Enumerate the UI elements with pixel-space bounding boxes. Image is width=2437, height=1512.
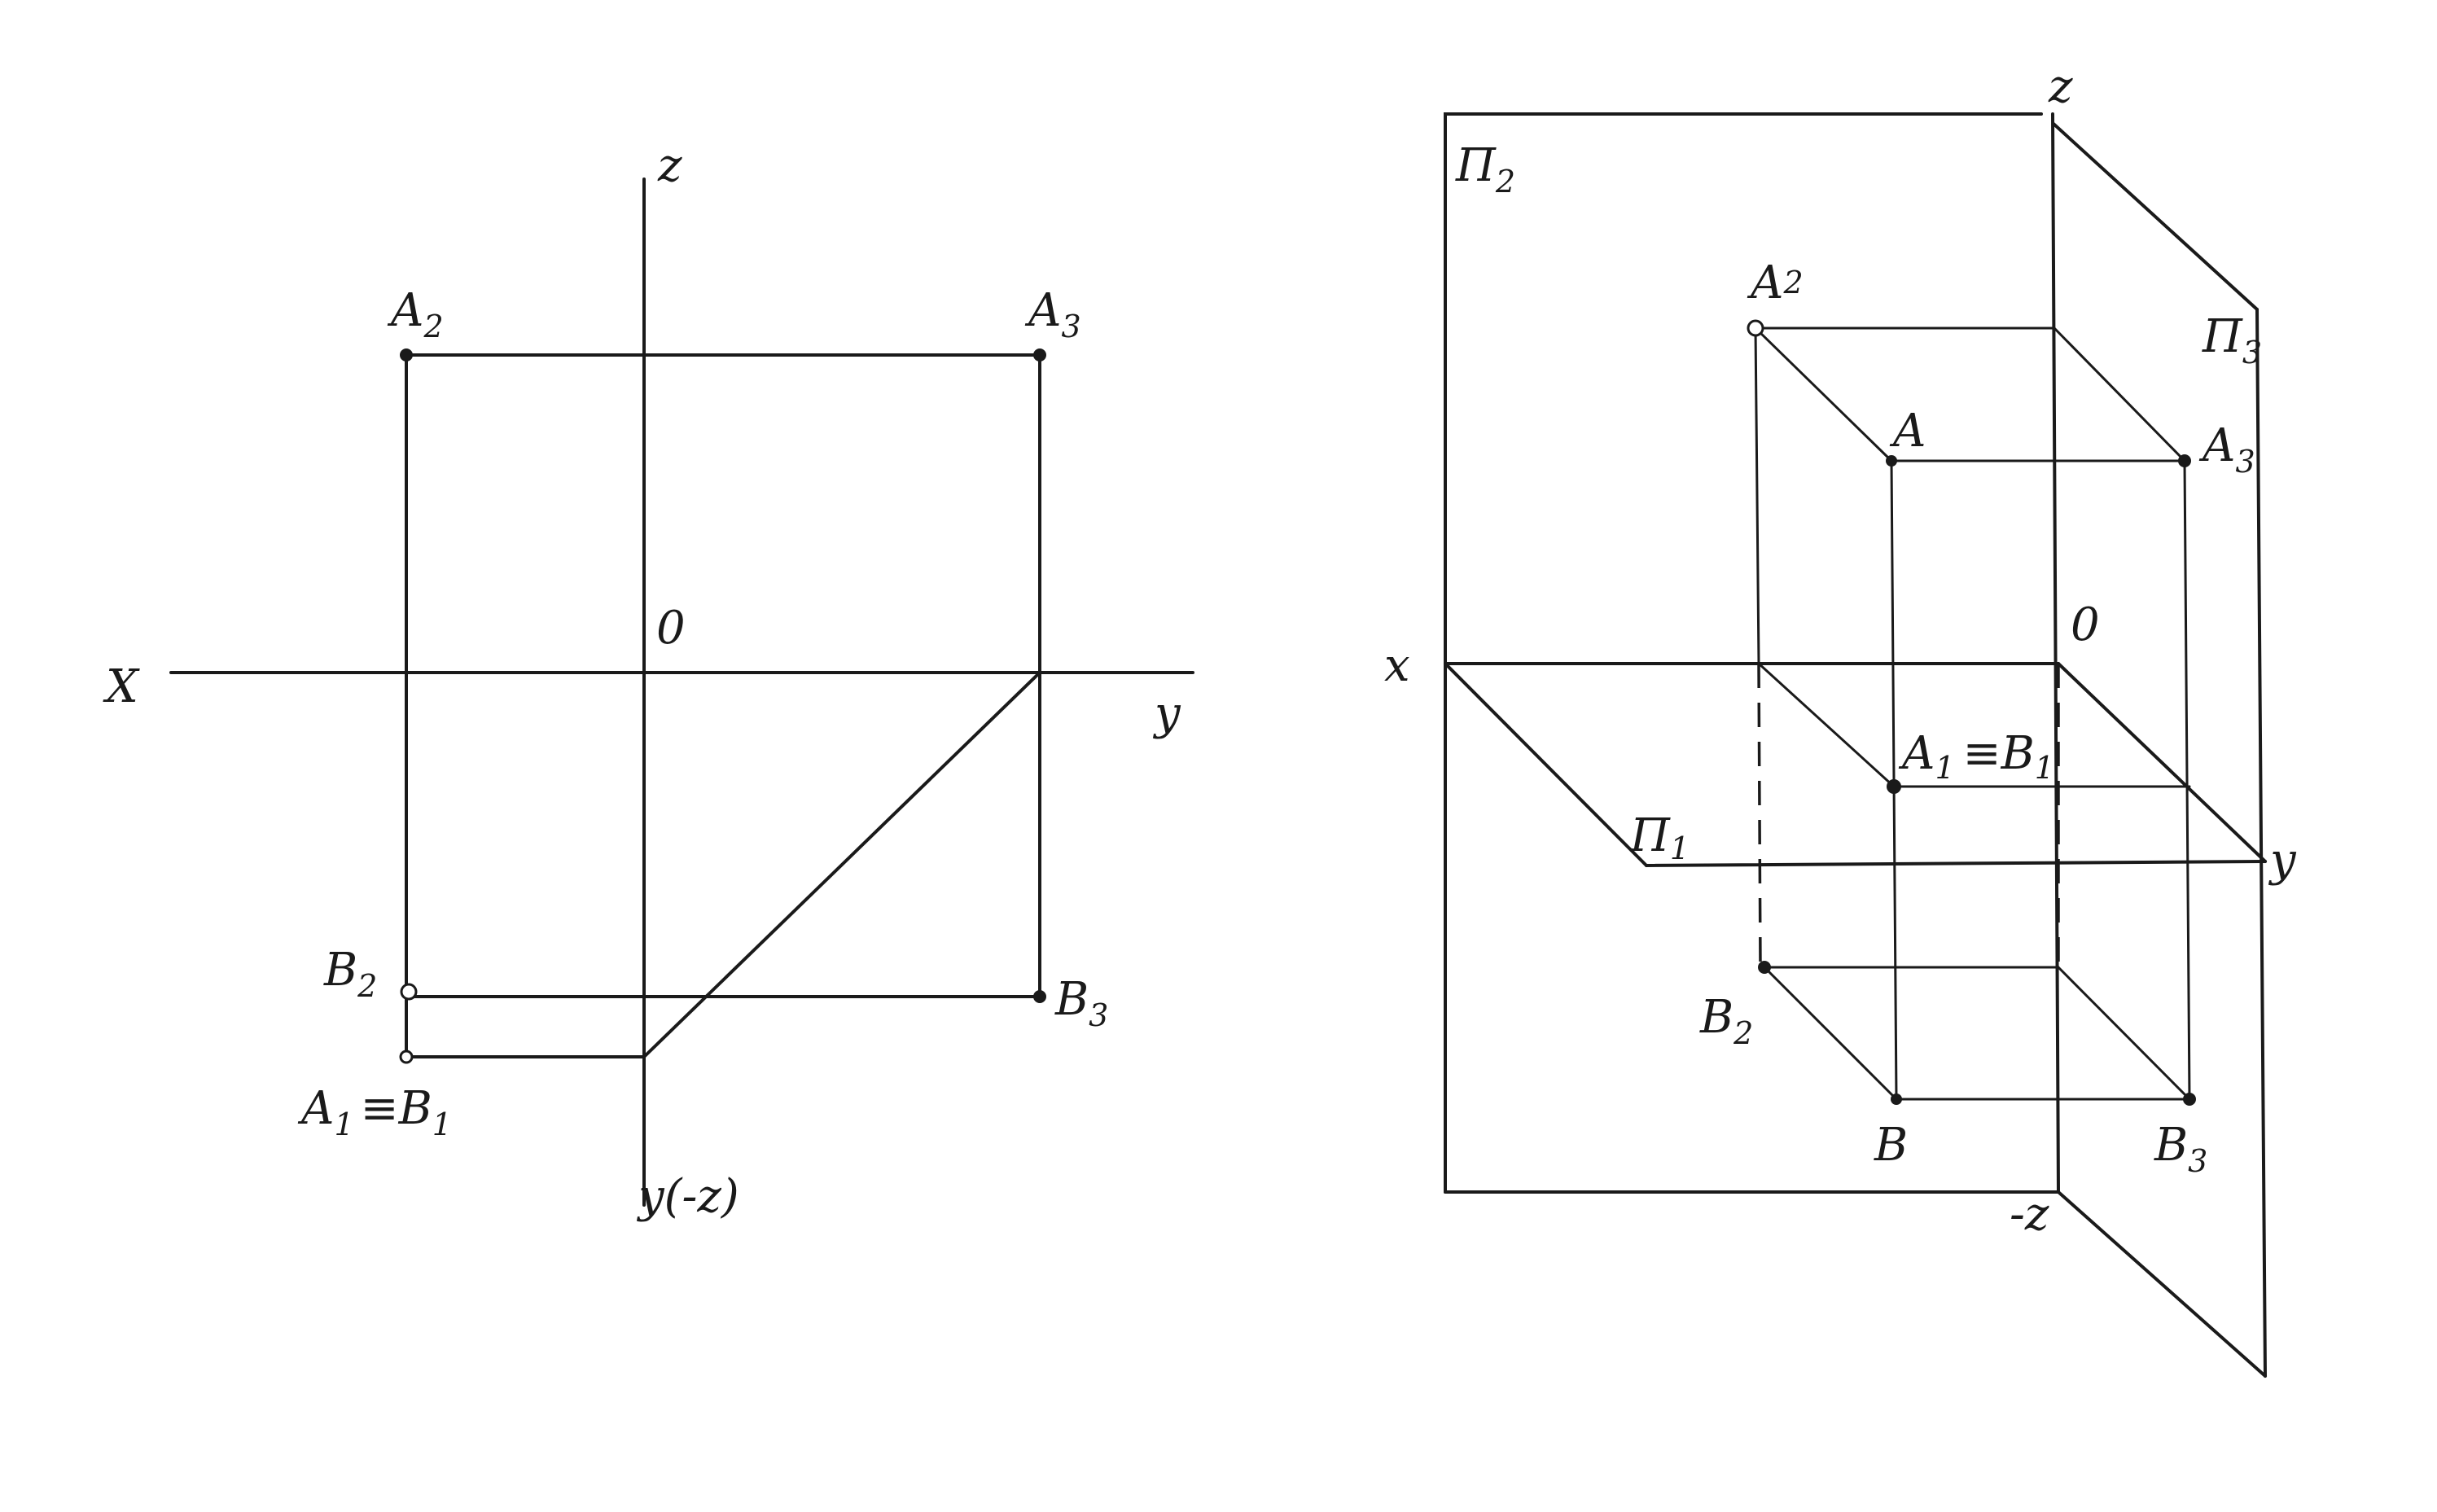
right-axonometry: П2 П3 П1 x y z -z 0 A2 A A3 A1≡B1 B2 B B… (1384, 60, 2297, 1378)
right-a2-label: A2 (1747, 256, 1804, 309)
left-epure: X y z 0 y(-z) A2 A3 B2 B3 A1≡B1 (103, 139, 1194, 1223)
hidden-projection-line (1757, 663, 1762, 968)
right-b-label: B (1874, 1119, 1908, 1172)
right-a-label: A (1889, 405, 1926, 458)
left-x-label: X (103, 660, 140, 713)
plane-p1-left-edge (1444, 662, 1648, 867)
plane-p3-far-edge (2255, 308, 2267, 1378)
right-point-a (1886, 455, 1897, 467)
right-point-a1b1 (1887, 779, 1901, 794)
right-z-label: z (2048, 60, 2073, 113)
left-a3-label: A3 (1024, 284, 1081, 344)
left-a2-label: A2 (387, 284, 444, 344)
right-y-label: y (2268, 834, 2297, 887)
left-point-a2 (400, 348, 413, 362)
a2-projection-line (1754, 327, 1760, 665)
z-to-b3-edge (2057, 966, 2191, 1101)
right-y-axis (2057, 662, 2267, 863)
right-b2-label: B2 (1699, 991, 1753, 1051)
plane-p2-label: П2 (1455, 139, 1515, 199)
left-a1b1-label: A1≡B1 (297, 1082, 452, 1142)
right-point-a3 (2178, 454, 2191, 467)
right-minus-z-label: -z (2010, 1188, 2049, 1241)
right-a1b1-label: A1≡B1 (1898, 727, 2054, 786)
right-point-b2 (1758, 961, 1771, 974)
left-origin-label: 0 (656, 602, 686, 655)
left-b3-label: B3 (1054, 973, 1108, 1033)
plane-p2-outline (1444, 112, 2043, 1194)
z-to-a3-edge (2053, 327, 2186, 462)
right-point-a2 (1747, 319, 1764, 337)
left-point-b3 (1033, 990, 1046, 1003)
a3-to-b3-vertical (2183, 459, 2191, 1101)
plane-p1-label: П1 (1629, 809, 1690, 866)
left-constant-line (642, 671, 1041, 1058)
left-point-a1b1 (399, 1050, 414, 1064)
left-y-label: y (1152, 687, 1181, 740)
plane-p3-top-edge (2052, 122, 2259, 311)
plane-p3-bottom-edge (2057, 1190, 2267, 1378)
right-origin-label: 0 (2071, 598, 2100, 651)
left-z-label: z (657, 139, 682, 192)
right-b3-label: B3 (2154, 1119, 2207, 1179)
a2-to-a-edge (1754, 327, 1893, 462)
right-a3-label: A3 (2198, 419, 2255, 480)
plane-p3-label: П3 (2202, 310, 2262, 370)
left-point-b2 (400, 983, 418, 1001)
left-point-a3 (1033, 348, 1046, 362)
plane-p1-front-edge (1645, 860, 2267, 867)
left-y-minus-z-label: y(-z) (636, 1170, 739, 1223)
right-z-axis (2051, 112, 2060, 1194)
right-x-label: x (1384, 639, 1410, 692)
left-b2-label: B2 (323, 944, 377, 1004)
b2-to-b-edge (1763, 966, 1898, 1101)
right-point-b3 (2183, 1093, 2196, 1106)
right-point-b (1891, 1093, 1902, 1105)
x-to-a1-edge (1757, 662, 1896, 788)
